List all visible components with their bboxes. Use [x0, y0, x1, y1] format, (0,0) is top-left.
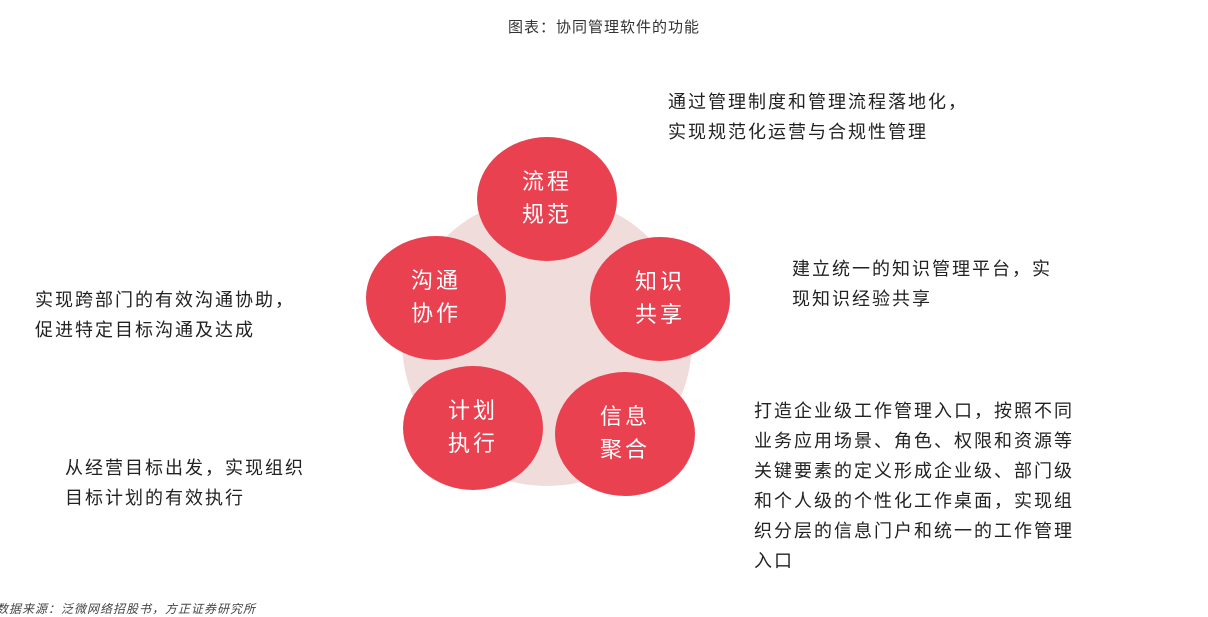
node-process-standard: 流程 规范 — [477, 137, 617, 261]
desc-line: 实现跨部门的有效沟通协助， — [35, 290, 295, 311]
desc-line: 建立统一的知识管理平台，实 — [792, 259, 1052, 280]
node-label-line2: 协作 — [410, 302, 461, 327]
desc-line: 和个人级的个性化工作桌面，实现组 — [754, 491, 1074, 512]
diagram-title: 图表：协同管理软件的功能 — [507, 18, 700, 36]
desc-process-standard: 通过管理制度和管理流程落地化， 实现规范化运营与合规性管理 — [668, 88, 968, 148]
source-note: 数据来源：泛微网络招股书，方正证券研究所 — [0, 602, 257, 616]
desc-line: 促进特定目标沟通及达成 — [35, 320, 255, 341]
node-label-line1: 信息 — [599, 405, 650, 430]
node-label-line1: 流程 — [521, 170, 572, 195]
desc-info-aggregation: 打造企业级工作管理入口，按照不同 业务应用场景、角色、权限和资源等 关键要素的定… — [754, 397, 1074, 577]
node-plan-execution: 计划 执行 — [403, 366, 543, 490]
desc-line: 织分层的信息门户和统一的工作管理 — [754, 521, 1074, 542]
desc-line: 现知识经验共享 — [792, 289, 932, 310]
node-label-line2: 共享 — [634, 303, 685, 328]
desc-line: 业务应用场景、角色、权限和资源等 — [754, 431, 1074, 452]
desc-communication-collaboration: 实现跨部门的有效沟通协助， 促进特定目标沟通及达成 — [35, 286, 295, 346]
desc-knowledge-sharing: 建立统一的知识管理平台，实 现知识经验共享 — [792, 255, 1052, 315]
node-label-line2: 规范 — [521, 203, 572, 228]
desc-line: 实现规范化运营与合规性管理 — [668, 122, 928, 143]
node-label-line2: 聚合 — [599, 438, 650, 463]
node-communication-collaboration: 沟通 协作 — [366, 236, 506, 360]
desc-line: 通过管理制度和管理流程落地化， — [668, 92, 968, 113]
desc-line: 目标计划的有效执行 — [65, 488, 245, 509]
node-knowledge-sharing: 知识 共享 — [590, 237, 730, 361]
node-label-line2: 执行 — [447, 432, 498, 457]
desc-plan-execution: 从经营目标出发，实现组织 目标计划的有效执行 — [65, 454, 305, 514]
node-label-line1: 计划 — [447, 399, 498, 424]
desc-line: 从经营目标出发，实现组织 — [65, 458, 305, 479]
node-label-line1: 沟通 — [410, 269, 461, 294]
node-label-line1: 知识 — [634, 270, 685, 295]
desc-line: 关键要素的定义形成企业级、部门级 — [754, 461, 1074, 482]
desc-line: 打造企业级工作管理入口，按照不同 — [754, 401, 1074, 422]
node-info-aggregation: 信息 聚合 — [555, 372, 695, 496]
desc-line: 入口 — [754, 551, 794, 572]
